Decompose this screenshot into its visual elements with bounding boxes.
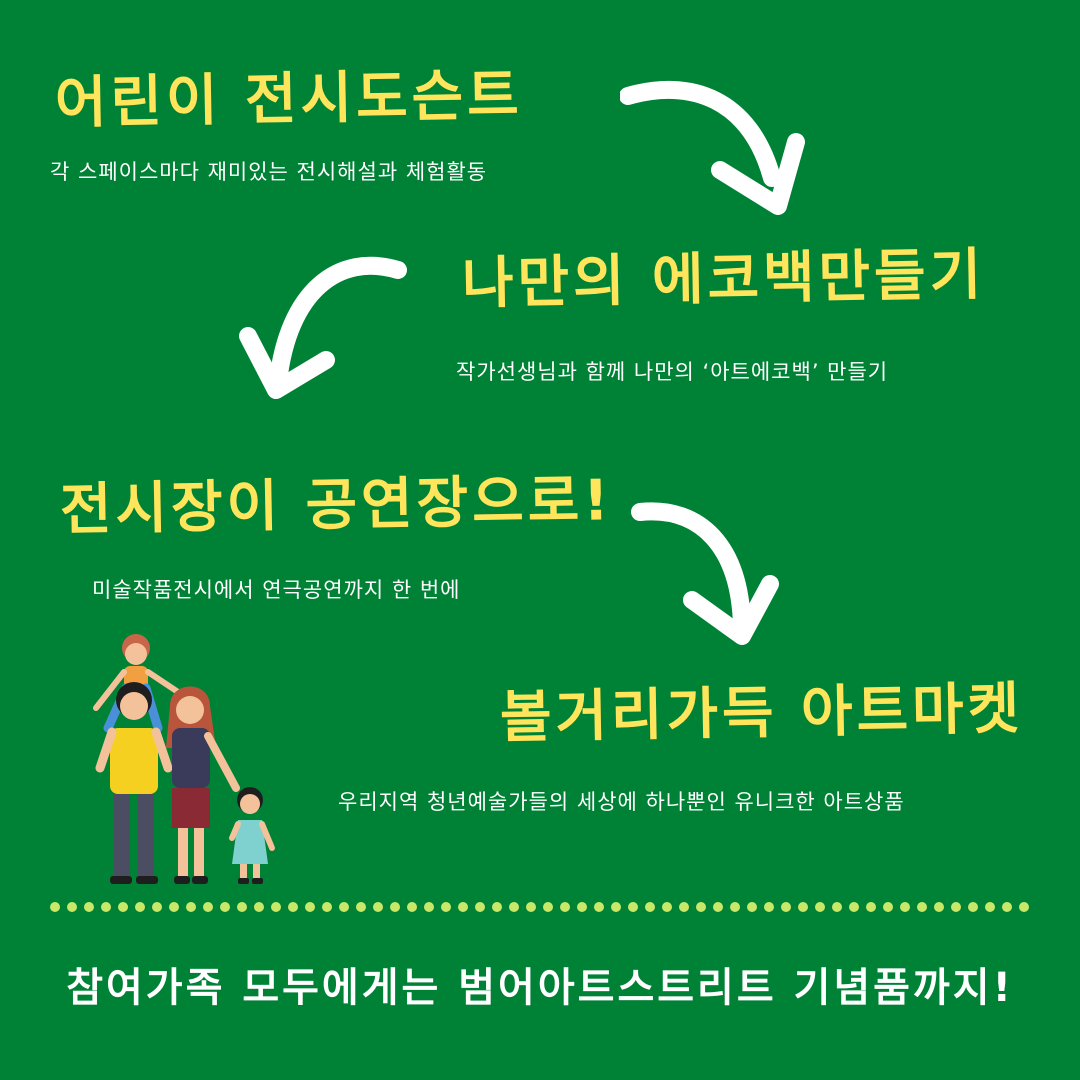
divider-dot <box>798 902 808 912</box>
divider-dot <box>492 902 502 912</box>
divider-dot <box>730 902 740 912</box>
divider-dot <box>968 902 978 912</box>
divider-dot <box>951 902 961 912</box>
divider-dot <box>254 902 264 912</box>
divider-dot <box>1002 902 1012 912</box>
divider-dot <box>866 902 876 912</box>
divider-dot <box>339 902 349 912</box>
divider-dot <box>135 902 145 912</box>
divider-dot <box>611 902 621 912</box>
divider-dot <box>628 902 638 912</box>
section-desc-stage: 미술작품전시에서 연극공연까지 한 번에 <box>92 578 461 602</box>
divider-dot <box>169 902 179 912</box>
divider-dot <box>152 902 162 912</box>
footer-message: 참여가족 모두에게는 범어아트스트리트 기념품까지! <box>66 965 1014 1011</box>
divider-dot <box>560 902 570 912</box>
divider-dot <box>917 902 927 912</box>
arrow-down-right-icon <box>631 502 779 645</box>
divider-dot <box>67 902 77 912</box>
divider-dot <box>832 902 842 912</box>
section-title-docent: 어린이 전시도슨트 <box>54 62 524 137</box>
divider-dot <box>577 902 587 912</box>
divider-dot <box>237 902 247 912</box>
divider-dot <box>900 902 910 912</box>
divider-dot <box>458 902 468 912</box>
arrow-down-right-icon <box>620 80 805 215</box>
arrow-down-left-icon <box>239 256 407 399</box>
divider-dot <box>424 902 434 912</box>
divider-dot <box>322 902 332 912</box>
divider-dot <box>696 902 706 912</box>
divider-dot <box>101 902 111 912</box>
section-desc-docent: 각 스페이스마다 재미있는 전시해설과 체험활동 <box>50 160 488 184</box>
divider-dot <box>356 902 366 912</box>
divider-dot <box>679 902 689 912</box>
divider-dot <box>305 902 315 912</box>
section-desc-artmarket: 우리지역 청년예술가들의 세상에 하나뿐인 유니크한 아트상품 <box>338 790 905 814</box>
divider-dot <box>509 902 519 912</box>
divider-dot <box>50 902 60 912</box>
divider-dot <box>543 902 553 912</box>
divider-dot <box>645 902 655 912</box>
divider-dot <box>1019 902 1029 912</box>
divider-dot <box>203 902 213 912</box>
divider-dot <box>934 902 944 912</box>
divider-dot <box>747 902 757 912</box>
divider-dot <box>118 902 128 912</box>
divider-dot <box>475 902 485 912</box>
divider-dot <box>373 902 383 912</box>
divider-dot <box>849 902 859 912</box>
section-title-artmarket: 볼거리가득 아트마켓 <box>499 676 1024 751</box>
dotted-divider <box>50 902 1029 912</box>
divider-dot <box>815 902 825 912</box>
divider-dot <box>390 902 400 912</box>
divider-dot <box>84 902 94 912</box>
divider-dot <box>407 902 417 912</box>
divider-dot <box>186 902 196 912</box>
divider-dot <box>271 902 281 912</box>
divider-dot <box>713 902 723 912</box>
divider-dot <box>288 902 298 912</box>
divider-dot <box>764 902 774 912</box>
divider-dot <box>883 902 893 912</box>
divider-dot <box>985 902 995 912</box>
divider-dot <box>526 902 536 912</box>
divider-dot <box>781 902 791 912</box>
section-title-ecobag: 나만의 에코백만들기 <box>461 242 986 317</box>
family-illustration <box>93 634 275 884</box>
divider-dot <box>594 902 604 912</box>
section-desc-ecobag: 작가선생님과 함께 나만의 ‘아트에코백’ 만들기 <box>456 360 889 384</box>
section-title-stage: 전시장이 공연장으로! <box>59 468 614 543</box>
divider-dot <box>220 902 230 912</box>
divider-dot <box>662 902 672 912</box>
divider-dot <box>441 902 451 912</box>
